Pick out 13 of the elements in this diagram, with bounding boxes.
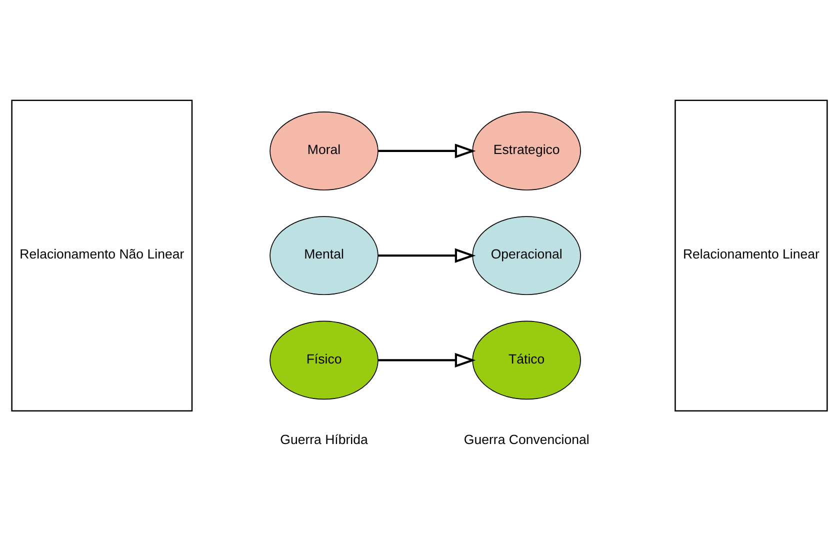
label: Guerra Convencional — [464, 431, 590, 446]
node-box: Relacionamento Não Linear — [11, 99, 193, 411]
node-ellipse: Físico — [270, 320, 378, 400]
arrow — [378, 248, 476, 262]
label: Guerra Híbrida — [280, 431, 368, 446]
arrow — [378, 143, 476, 158]
node-ellipse: Mental — [270, 216, 378, 295]
node-ellipse: Operacional — [472, 216, 581, 295]
node-ellipse: Moral — [270, 111, 378, 190]
node-box: Relacionamento Linear — [674, 99, 828, 411]
node-ellipse: Estrategico — [472, 111, 581, 190]
node-ellipse: Tático — [472, 320, 581, 400]
arrow — [378, 352, 476, 367]
